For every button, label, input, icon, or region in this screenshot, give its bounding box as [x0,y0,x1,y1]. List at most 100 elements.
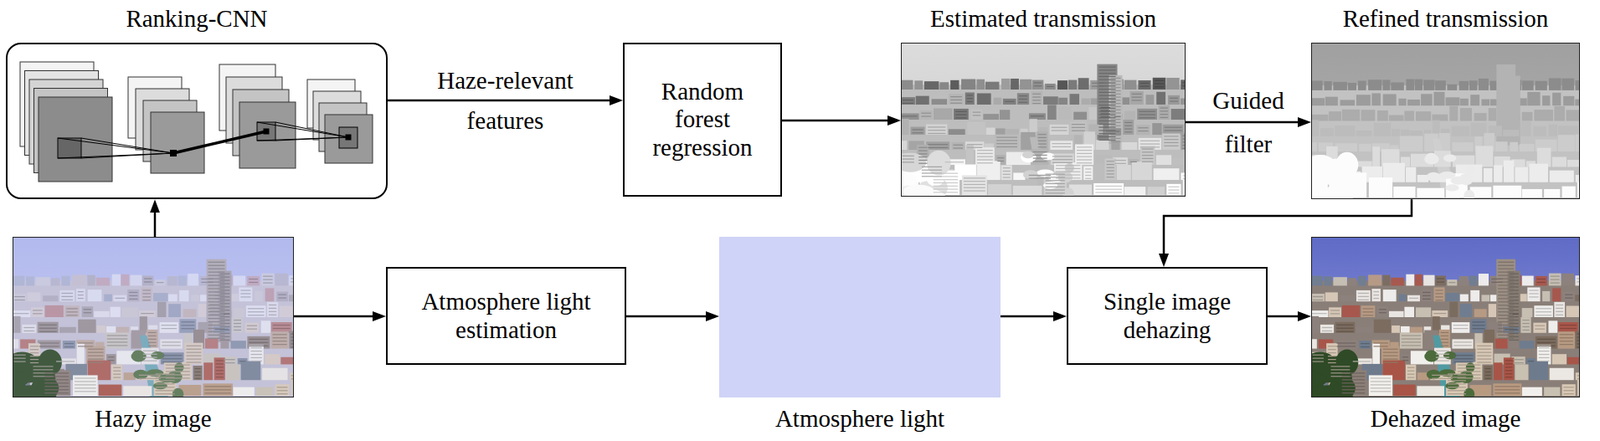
window-row [1106,161,1114,163]
building [1311,316,1319,334]
city-scene [13,259,294,397]
building [98,385,123,397]
window-row [997,157,1004,159]
window-row [1383,361,1399,363]
window-row [1436,281,1445,283]
building [1058,97,1068,105]
building [1416,188,1445,198]
window-row [1139,86,1149,88]
feature-map [150,112,205,174]
building [995,128,1005,136]
window-row [1383,352,1399,354]
building [1574,134,1580,153]
building [1542,96,1550,107]
window-row [1076,159,1092,161]
window-row [1508,316,1518,318]
building [276,292,289,303]
unit-dot [169,149,177,157]
window-row [64,346,74,348]
window-row [1110,97,1121,98]
building [1478,273,1489,286]
window-row [1448,282,1456,283]
window-row [1312,354,1324,356]
window-row [143,350,158,352]
building [1492,185,1522,198]
window-row [1528,293,1539,294]
building [1334,125,1355,137]
window-row [945,161,964,163]
window-row [1110,77,1121,79]
building [1073,112,1087,120]
window-row [107,338,129,340]
window-row [955,111,968,113]
window-row [220,296,231,298]
building [1575,174,1580,183]
building [1124,111,1137,120]
building [267,302,278,318]
window-row [1508,282,1518,284]
window-row [272,337,288,339]
window-row [1142,158,1154,160]
tree [1043,182,1058,190]
building [1481,99,1491,107]
window-row [87,352,104,354]
window-row [1124,122,1132,124]
window-row [1471,328,1485,330]
building [1414,79,1423,91]
city-scene [1311,259,1580,397]
building [1574,99,1580,107]
window-row [1497,284,1514,286]
building [1311,276,1323,287]
window-row [208,318,226,319]
arrow-connector [1267,315,1307,319]
window-row [1138,114,1156,116]
building [1449,106,1458,122]
window-row [165,370,191,372]
building [1553,106,1565,122]
building [1121,142,1138,150]
window-row [83,308,93,310]
window-row [1052,156,1073,158]
window-row [1538,357,1550,359]
window-row [1327,345,1337,347]
window-row [1110,116,1121,118]
window-row [240,289,251,291]
window-row [1508,299,1518,301]
window-row [14,299,26,301]
window-row [1110,141,1121,143]
building [36,277,51,286]
building [1358,340,1372,350]
window-row [1576,333,1580,335]
window-row [1559,334,1574,335]
tree [1463,388,1475,397]
building [13,316,21,334]
window-row [1342,372,1366,374]
window-row [1559,337,1574,339]
building [1558,135,1575,153]
tree [1443,154,1457,163]
window-row [972,112,982,114]
building [1393,186,1415,198]
building [1574,294,1580,302]
building [1561,273,1575,287]
building [1446,84,1457,91]
window-row [1163,142,1179,144]
tree [1313,385,1343,397]
building [1162,124,1184,135]
tree [13,372,29,387]
window-row [1110,128,1121,130]
box-label: Random forest regression [632,77,772,162]
building [246,305,267,318]
window-row [933,173,958,175]
tree [1062,187,1075,196]
window-row [220,336,231,338]
window-row [1555,308,1564,309]
building [231,317,243,334]
window-row [1110,102,1121,104]
building [1527,287,1540,302]
window-row [250,360,262,362]
building [987,185,1012,196]
window-row [1522,326,1529,328]
window-row [216,363,224,365]
window-row [1038,133,1047,135]
